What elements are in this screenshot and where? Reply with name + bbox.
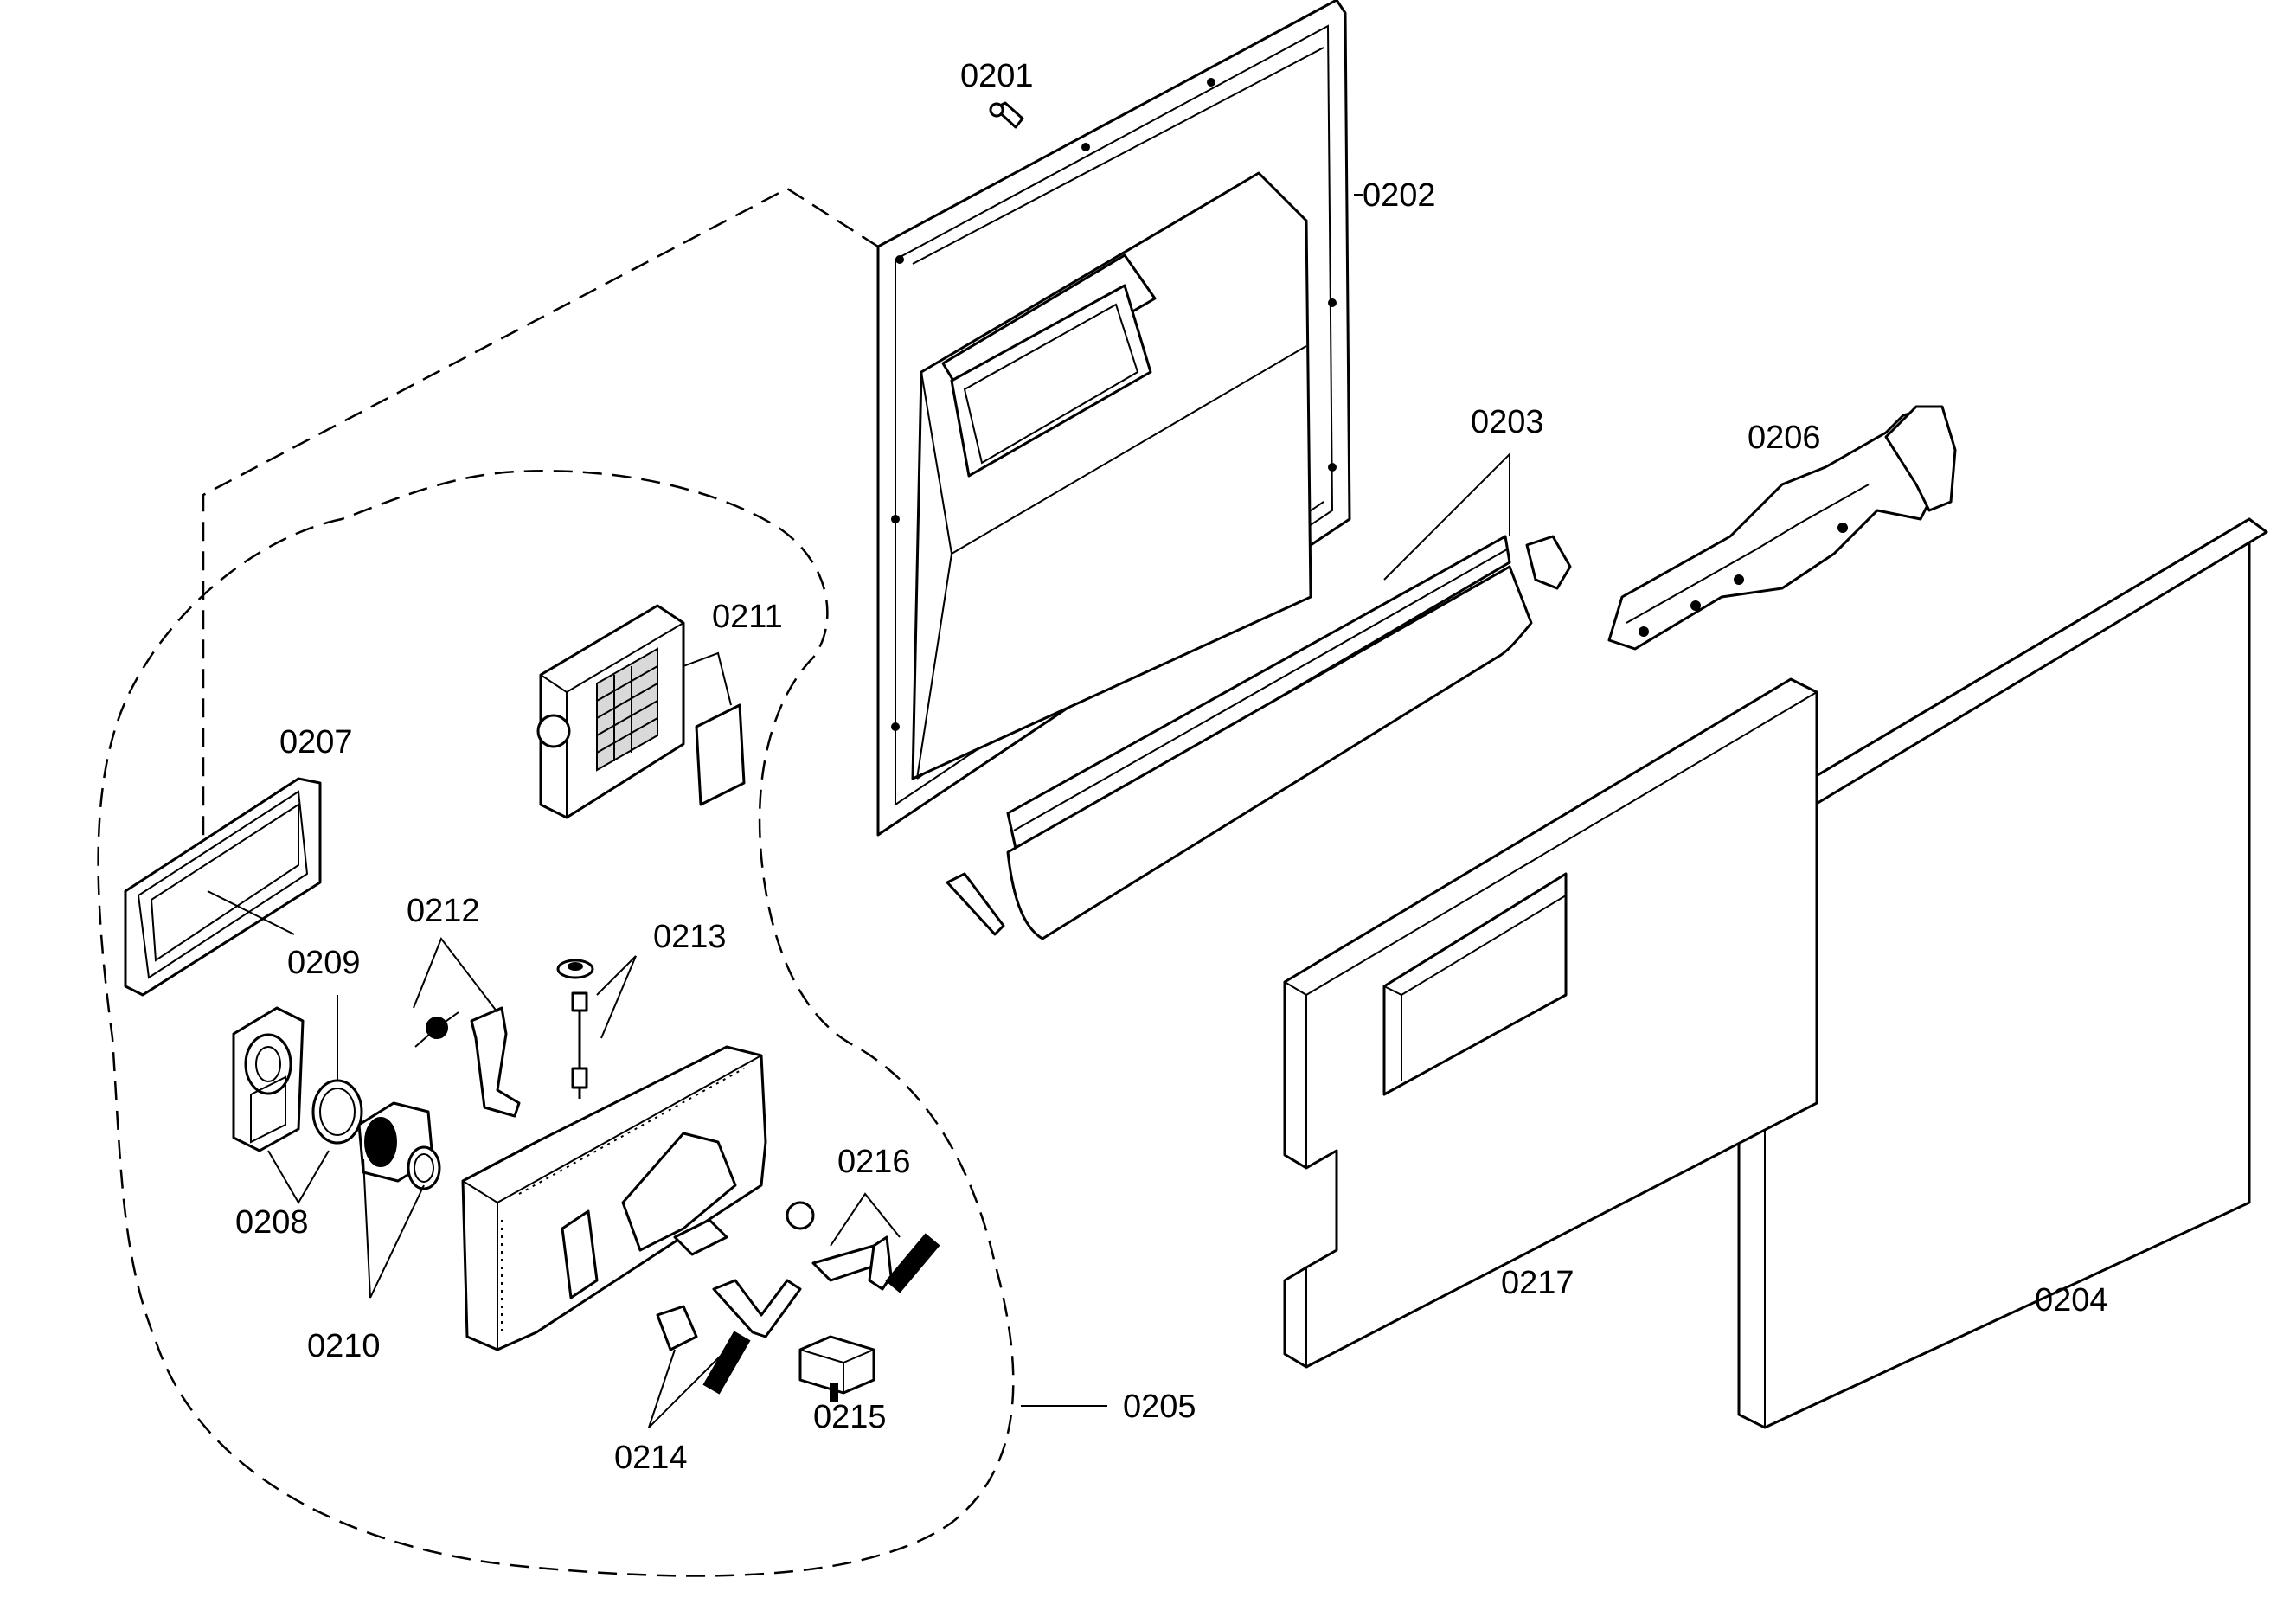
part-labels: 0201 0202 0203 0206 0211 0207 0212 0213 …	[235, 58, 2108, 1476]
part-0215-switch	[798, 1335, 875, 1402]
leader-0203	[1383, 452, 1510, 581]
assembly-0205-outline	[97, 470, 1015, 1577]
label-0208: 0208	[235, 1204, 309, 1241]
leader-0210	[362, 1158, 425, 1299]
label-0211: 0211	[712, 599, 783, 635]
leader-0211	[683, 651, 732, 706]
leader-0207	[207, 890, 295, 935]
part-0216-springs-lever	[786, 1201, 940, 1293]
label-0209: 0209	[287, 945, 361, 981]
part-0212-spring-lever	[414, 1006, 521, 1118]
part-0206-hinge-bracket	[1607, 405, 1957, 651]
part-dispenser-body	[461, 1045, 767, 1351]
part-0202-inner-door	[876, 0, 1351, 837]
part-0209-o-ring	[311, 1079, 363, 1145]
part-0203-trim-strip	[946, 535, 1572, 940]
projection-dash-line	[202, 187, 879, 852]
label-0217: 0217	[1501, 1265, 1574, 1301]
label-0204: 0204	[2035, 1282, 2108, 1318]
leader-0214	[648, 1340, 736, 1428]
label-0212: 0212	[407, 893, 480, 929]
leader-0213	[596, 955, 637, 1039]
leader-0208	[267, 1150, 330, 1204]
label-0203: 0203	[1471, 404, 1544, 440]
part-0208-knob-housing	[232, 1006, 305, 1152]
part-0201-screw	[989, 101, 1024, 129]
leader-0216	[830, 1192, 901, 1247]
label-0207: 0207	[279, 724, 353, 760]
leader-0212	[413, 936, 498, 1013]
part-0207-handle-frame	[124, 777, 322, 997]
part-0214-levers-spring	[656, 1279, 802, 1395]
label-0201: 0201	[960, 58, 1034, 94]
label-0214: 0214	[614, 1440, 688, 1476]
label-0205: 0205	[1123, 1389, 1196, 1425]
label-0210: 0210	[307, 1328, 381, 1364]
part-0211-filter-cover	[536, 604, 746, 819]
part-0217-middle-panel	[1283, 677, 1818, 1369]
label-0206: 0206	[1748, 420, 1821, 456]
part-0213-plunger-pin	[556, 959, 594, 1099]
label-0213: 0213	[653, 919, 727, 955]
label-0216: 0216	[837, 1144, 911, 1180]
label-0202: 0202	[1363, 177, 1436, 214]
part-0210-cap-seal	[357, 1101, 441, 1190]
label-0215: 0215	[813, 1399, 887, 1435]
